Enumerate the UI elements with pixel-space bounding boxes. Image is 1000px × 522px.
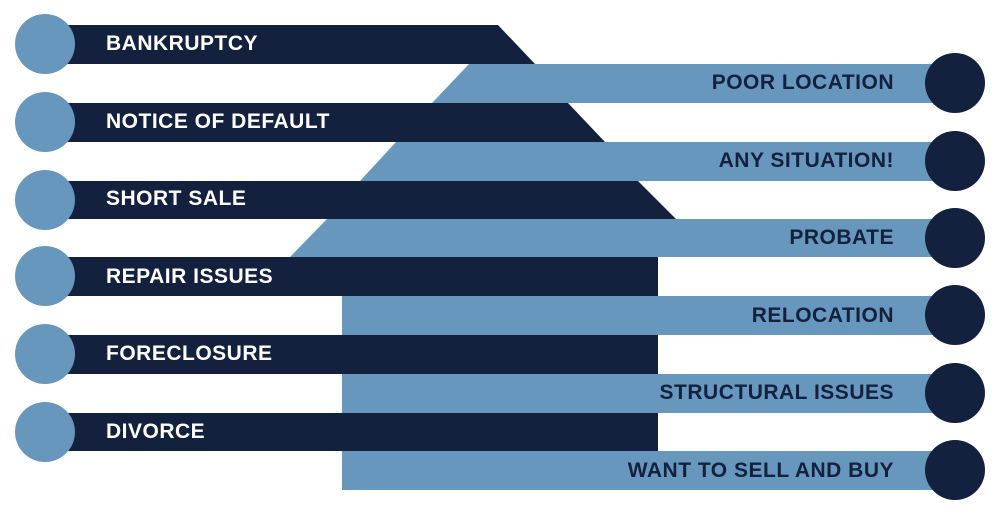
circle-want-to-sell-and-buy (925, 440, 985, 500)
left-label-short-sale: SHORT SALE (106, 187, 247, 210)
circle-structural-issues (925, 363, 985, 423)
band-repair-issues (45, 257, 658, 296)
circle-short-sale (15, 170, 75, 230)
band-divorce (45, 413, 658, 451)
circle-repair-issues (15, 246, 75, 306)
circle-divorce (15, 402, 75, 462)
left-label-repair-issues: REPAIR ISSUES (106, 265, 274, 288)
band-probate (290, 219, 955, 257)
band-poor-location (432, 64, 955, 103)
circle-poor-location (925, 53, 985, 113)
band-bankruptcy (45, 25, 535, 64)
left-label-foreclosure: FORECLOSURE (106, 342, 273, 365)
right-label-poor-location: POOR LOCATION (711, 71, 894, 94)
right-label-any-situation: ANY SITUATION! (718, 149, 894, 172)
circle-relocation (925, 285, 985, 345)
circle-bankruptcy (15, 14, 75, 74)
circle-notice-of-default (15, 92, 75, 152)
circle-probate (925, 208, 985, 268)
band-want-to-sell-and-buy (342, 451, 955, 490)
band-any-situation (360, 142, 955, 181)
band-short-sale (45, 181, 676, 219)
left-label-divorce: DIVORCE (106, 420, 206, 443)
right-label-relocation: RELOCATION (751, 304, 894, 327)
band-notice-of-default (45, 103, 605, 142)
right-label-probate: PROBATE (789, 226, 894, 249)
left-label-bankruptcy: BANKRUPTCY (106, 32, 258, 55)
right-label-structural-issues: STRUCTURAL ISSUES (659, 381, 894, 404)
band-foreclosure (45, 335, 658, 374)
band-structural-issues (342, 374, 955, 413)
circle-foreclosure (15, 324, 75, 384)
circle-any-situation (925, 131, 985, 191)
right-label-want-to-sell-and-buy: WANT TO SELL AND BUY (627, 459, 894, 482)
band-relocation (342, 296, 955, 335)
left-label-notice-of-default: NOTICE OF DEFAULT (106, 110, 330, 133)
